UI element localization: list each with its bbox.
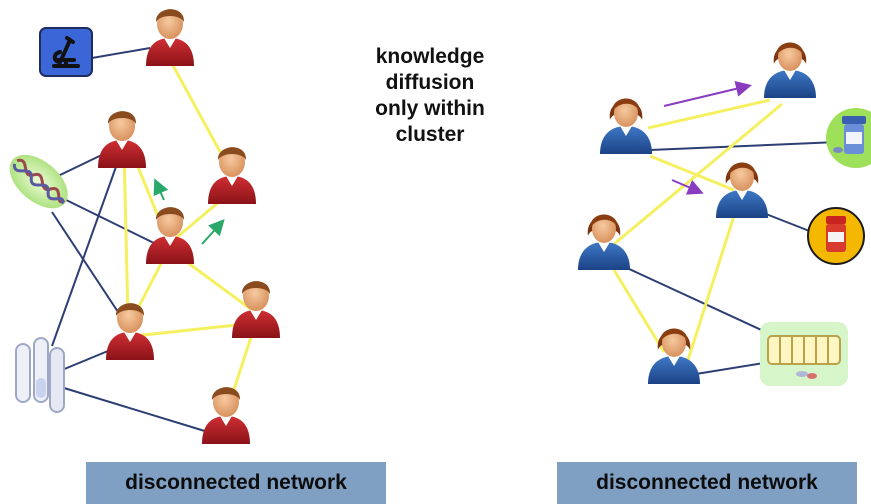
left-cluster <box>9 9 280 444</box>
k-link-7 <box>133 322 247 338</box>
banner-right: disconnected network <box>557 462 857 504</box>
person-male <box>146 9 194 66</box>
link-person-organizer-lower <box>695 361 771 375</box>
left-resource-links <box>51 47 209 433</box>
caption-line: cluster <box>395 123 465 146</box>
link-microscope-person <box>91 47 151 59</box>
k-link-1 <box>168 59 232 171</box>
green-arrow-up <box>153 178 169 201</box>
pill-bottle-green-icon <box>826 108 871 168</box>
right-knowledge-links <box>612 98 783 361</box>
person-female <box>600 98 652 154</box>
person-male <box>232 281 280 338</box>
purple-arrow-mid <box>671 179 704 195</box>
link-tubes-person-top <box>51 149 123 347</box>
k-link-r3 <box>613 102 783 246</box>
k-link-r2 <box>649 154 735 192</box>
person-female <box>578 214 630 270</box>
right-resource-links <box>613 141 839 375</box>
person-male <box>98 111 146 168</box>
link-dna-person-center <box>57 195 161 247</box>
person-male <box>208 147 256 204</box>
dna-icon <box>9 154 68 209</box>
person-male <box>146 207 194 264</box>
caption-line: diffusion <box>385 71 475 94</box>
diffusion-caption: knowledge diffusion only within cluster <box>360 44 500 148</box>
banner-left: disconnected network <box>86 462 386 504</box>
test-tubes-icon <box>15 337 65 413</box>
k-link-r4 <box>612 269 666 353</box>
link-person-green-bottle <box>649 141 839 151</box>
pill-organizer-icon <box>760 322 848 386</box>
k-link-r1 <box>647 98 771 130</box>
link-person-organizer <box>613 261 771 335</box>
right-cluster <box>578 42 871 386</box>
link-tubes-person-bottom <box>63 387 209 433</box>
purple-arrow-top <box>663 80 752 107</box>
caption-line: knowledge <box>375 45 485 68</box>
person-female <box>716 162 768 218</box>
link-person-orange-bottle <box>765 213 813 233</box>
pill-bottle-orange-icon <box>807 207 865 265</box>
microscope-icon <box>39 27 93 77</box>
person-male <box>106 303 154 360</box>
caption-line: only within <box>375 97 485 120</box>
k-link-2 <box>122 149 130 319</box>
k-link-r5 <box>686 215 736 361</box>
person-male <box>202 387 250 444</box>
person-female <box>764 42 816 98</box>
green-arrow-right <box>201 219 225 245</box>
link-dna-person-lower <box>51 211 123 319</box>
